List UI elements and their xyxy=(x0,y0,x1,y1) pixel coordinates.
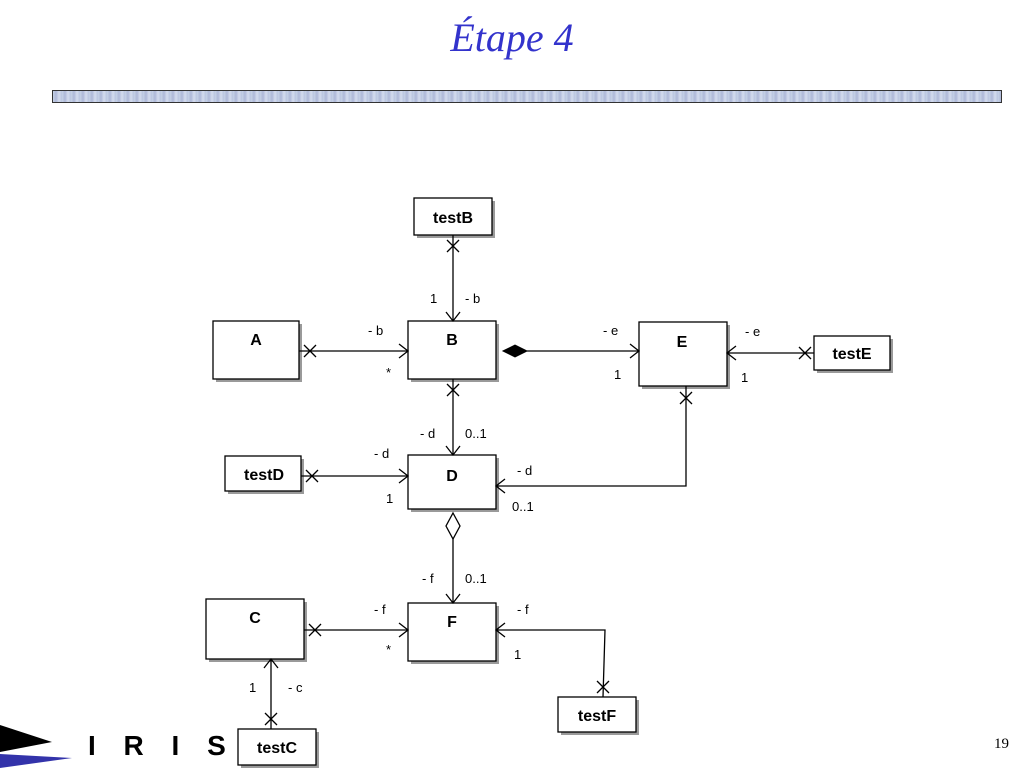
slide-title: Étape 4 xyxy=(450,15,574,60)
class-E[interactable] xyxy=(638,321,728,387)
role-testD-D: - d xyxy=(374,446,389,461)
association-testC-C xyxy=(263,657,279,729)
irisa-logo-text: I R I S xyxy=(88,730,236,761)
mult-B-D: 0..1 xyxy=(465,426,487,441)
class-D[interactable] xyxy=(407,454,497,510)
association-testF-F xyxy=(494,622,610,698)
aggregation-D-F xyxy=(445,511,461,605)
role-testB-B: - b xyxy=(465,291,480,306)
class-name-testC: testC xyxy=(257,740,297,757)
role-A-B: - b xyxy=(368,323,383,338)
association-A-B xyxy=(299,343,410,359)
association-testD-D xyxy=(301,468,410,484)
role-C-F: - f xyxy=(374,602,386,617)
class-name-E: E xyxy=(677,334,688,351)
class-name-testF: testF xyxy=(578,708,616,725)
association-B-D xyxy=(445,379,461,457)
irisa-logo-icon xyxy=(0,725,72,768)
mult-D-F: 0..1 xyxy=(465,571,487,586)
role-B-D: - d xyxy=(420,426,435,441)
class-A[interactable] xyxy=(212,320,300,380)
class-F[interactable] xyxy=(407,602,497,662)
class-name-A: A xyxy=(250,332,262,349)
class-C[interactable] xyxy=(205,598,305,660)
mult-testE-E: 1 xyxy=(741,370,748,385)
class-testC[interactable] xyxy=(237,728,317,766)
mult-B-E: 1 xyxy=(614,367,621,382)
class-name-B: B xyxy=(446,332,458,349)
class-testF[interactable] xyxy=(557,696,637,733)
association-C-F xyxy=(304,622,410,638)
class-name-testD: testD xyxy=(244,467,284,484)
class-testB[interactable] xyxy=(413,197,493,236)
role-testE-E: - e xyxy=(745,324,760,339)
association-E-D xyxy=(494,386,693,494)
mult-testD-D: 1 xyxy=(386,491,393,506)
mult-A-B: * xyxy=(386,365,391,380)
box-shadows xyxy=(209,201,893,768)
class-name-C: C xyxy=(249,610,261,627)
page-number: 19 xyxy=(994,736,1009,752)
mult-C-F: * xyxy=(386,642,391,657)
mult-E-D: 0..1 xyxy=(512,499,534,514)
role-testC-C: - c xyxy=(288,680,303,695)
association-testE-E xyxy=(725,345,814,361)
composition-B-E xyxy=(501,343,641,359)
role-testF-F: - f xyxy=(517,602,529,617)
class-name-testB: testB xyxy=(433,210,473,227)
class-name-D: D xyxy=(446,468,458,485)
association-testB-B xyxy=(445,235,461,323)
class-testD[interactable] xyxy=(224,455,302,492)
role-B-E: - e xyxy=(603,323,618,338)
class-name-testE: testE xyxy=(832,346,871,363)
class-name-F: F xyxy=(447,614,457,631)
class-B[interactable] xyxy=(407,320,497,380)
mult-testB-B: 1 xyxy=(430,291,437,306)
mult-testF-F: 1 xyxy=(514,647,521,662)
class-testE[interactable] xyxy=(813,335,891,371)
title-divider-bar xyxy=(52,90,1002,103)
mult-testC-C: 1 xyxy=(249,680,256,695)
role-D-F: - f xyxy=(422,571,434,586)
role-E-D: - d xyxy=(517,463,532,478)
